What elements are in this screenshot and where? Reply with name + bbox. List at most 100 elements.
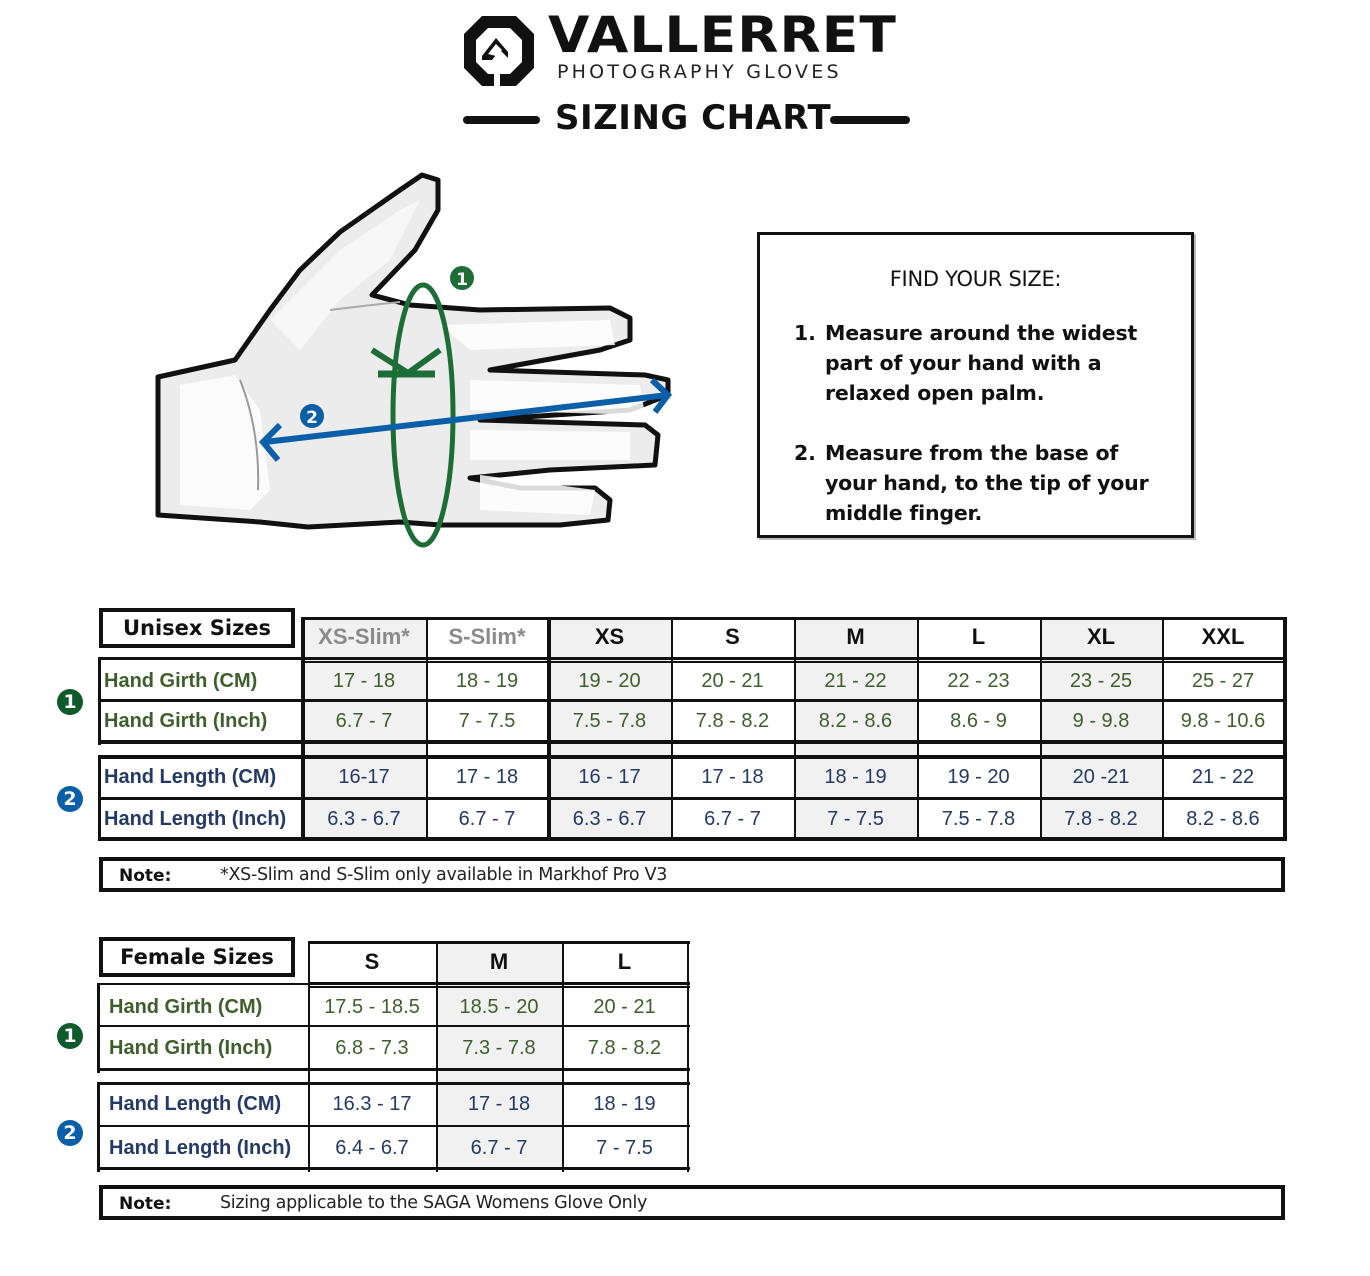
row-label: Hand Girth (CM): [104, 670, 258, 692]
size-value-cell: 9 - 9.8: [1072, 710, 1130, 732]
shaded-column: [548, 617, 671, 838]
size-value-cell: 20 -21: [1072, 766, 1130, 788]
size-value-cell: 17 - 18: [701, 766, 764, 788]
size-value-cell: 8.2 - 8.6: [1186, 808, 1260, 830]
grid-line: [97, 1025, 690, 1027]
title-divider-left: [463, 116, 540, 124]
svg-text:2: 2: [306, 408, 318, 428]
row-label: Hand Length (Inch): [109, 1136, 292, 1159]
size-value-cell: 18 - 19: [455, 670, 519, 692]
size-value-cell: 9.8 - 10.6: [1180, 710, 1266, 732]
grid-line: [98, 797, 1287, 800]
size-value-cell: 16.3 - 17: [332, 1092, 412, 1115]
grid-line: [1040, 617, 1042, 841]
grid-line: [301, 617, 305, 841]
grid-line: [1283, 617, 1287, 841]
title-divider-right: [830, 116, 910, 124]
size-value-cell: 7 - 7.5: [827, 808, 884, 830]
grid-line: [98, 699, 1287, 702]
brand-logo: VALLERRET PHOTOGRAPHY GLOVES: [460, 6, 896, 92]
size-value-cell: 18.5 - 20: [459, 995, 539, 1018]
size-value-cell: 18 - 19: [593, 1092, 656, 1115]
grid-line: [1162, 617, 1164, 841]
note-label: Note:: [119, 866, 172, 886]
size-value-cell: 7.8 - 8.2: [587, 1036, 662, 1059]
unisex-note: Note: *XS-Slim and S-Slim only available…: [99, 857, 1285, 892]
size-value-cell: 7.3 - 7.8: [462, 1036, 536, 1059]
size-value-cell: 6.8 - 7.3: [335, 1036, 409, 1059]
girth-group-badge-icon: 1: [57, 1023, 83, 1049]
grid-line: [426, 617, 428, 841]
size-value-cell: 17 - 18: [455, 766, 519, 788]
size-value-cell: 7.8 - 8.2: [1064, 808, 1138, 830]
size-value-cell: 8.6 - 9: [950, 710, 1007, 732]
grid-line: [98, 657, 1287, 660]
size-value-cell: 17 - 18: [332, 670, 396, 692]
size-value-cell: 22 - 23: [947, 670, 1010, 692]
length-marker-2: 2: [300, 404, 324, 428]
size-value-cell: 18 - 19: [824, 766, 887, 788]
note-text: *XS-Slim and S-Slim only available in Ma…: [220, 865, 668, 885]
note-text: Sizing applicable to the SAGA Womens Glo…: [220, 1193, 648, 1213]
size-value-cell: 6.3 - 6.7: [327, 808, 401, 830]
size-value-cell: 6.7 - 7: [335, 710, 393, 732]
size-value-cell: 20 - 21: [593, 995, 656, 1018]
instruction-step-1: 1. Measure around the widest part of you…: [794, 318, 1174, 408]
grid-line: [97, 1125, 690, 1127]
svg-text:1: 1: [456, 270, 468, 290]
size-header-s: S: [364, 948, 380, 974]
grid-line: [98, 740, 1287, 744]
size-header-s-slim: S-Slim*: [448, 624, 526, 649]
shaded-column: [436, 941, 562, 1169]
size-value-cell: 19 - 20: [578, 670, 641, 692]
size-header-s: S: [725, 624, 740, 649]
row-label: Hand Length (CM): [104, 766, 277, 788]
hand-measurement-diagram: 1 2: [155, 172, 673, 548]
size-value-cell: 7.5 - 7.8: [572, 710, 647, 732]
grid-line: [97, 1068, 690, 1071]
find-your-size-box: FIND YOUR SIZE: 1. Measure around the wi…: [757, 232, 1194, 538]
grid-line: [436, 941, 438, 1172]
shaded-column: [794, 617, 917, 838]
grid-line: [794, 617, 796, 841]
size-value-cell: 17.5 - 18.5: [324, 995, 420, 1018]
girth-marker-1: 1: [450, 266, 474, 290]
size-value-cell: 19 - 20: [947, 766, 1010, 788]
grid-line: [671, 617, 673, 841]
size-header-xl: XL: [1086, 624, 1116, 649]
brand-name: VALLERRET: [548, 6, 897, 64]
size-value-cell: 6.4 - 6.7: [335, 1136, 409, 1159]
shaded-column: [302, 617, 426, 838]
instruction-step-2: 2. Measure from the base of your hand, t…: [794, 438, 1174, 528]
grid-line: [97, 983, 690, 985]
row-label: Hand Length (Inch): [104, 808, 287, 830]
row-label: Hand Girth (Inch): [104, 710, 268, 732]
length-group-badge-icon: 2: [57, 786, 83, 812]
size-header-l: L: [971, 624, 986, 649]
girth-measurement-loop: [370, 282, 456, 548]
row-label: Hand Length (CM): [109, 1092, 282, 1115]
female-note: Note: Sizing applicable to the SAGA Wome…: [99, 1185, 1285, 1220]
grid-line: [97, 983, 100, 1073]
shaded-column: [1040, 617, 1162, 838]
grid-line: [98, 755, 101, 841]
grid-line: [917, 617, 919, 841]
grid-line: [97, 1082, 100, 1172]
size-value-cell: 16-17: [338, 766, 390, 788]
size-value-cell: 6.7 - 7: [704, 808, 761, 830]
row-label: Hand Girth (Inch): [109, 1036, 273, 1059]
length-group-badge-icon: 2: [57, 1120, 83, 1146]
size-value-cell: 23 - 25: [1069, 670, 1133, 692]
size-value-cell: 7.5 - 7.8: [941, 808, 1016, 830]
step-number: 2.: [794, 441, 816, 465]
instructions-title: FIND YOUR SIZE:: [889, 267, 1062, 291]
size-value-cell: 20 - 21: [701, 670, 764, 692]
step-text: Measure from the base of your hand, to t…: [825, 441, 1149, 525]
vallerret-octagon-logo-icon: [464, 16, 534, 86]
size-value-cell: 21 - 22: [824, 670, 887, 692]
grid-line: [97, 1167, 690, 1170]
size-value-cell: 7 - 7.5: [596, 1136, 653, 1159]
size-header-m: M: [489, 948, 509, 974]
glove-illustration: [155, 172, 671, 530]
female-sizes-label: Female Sizes: [99, 937, 295, 977]
